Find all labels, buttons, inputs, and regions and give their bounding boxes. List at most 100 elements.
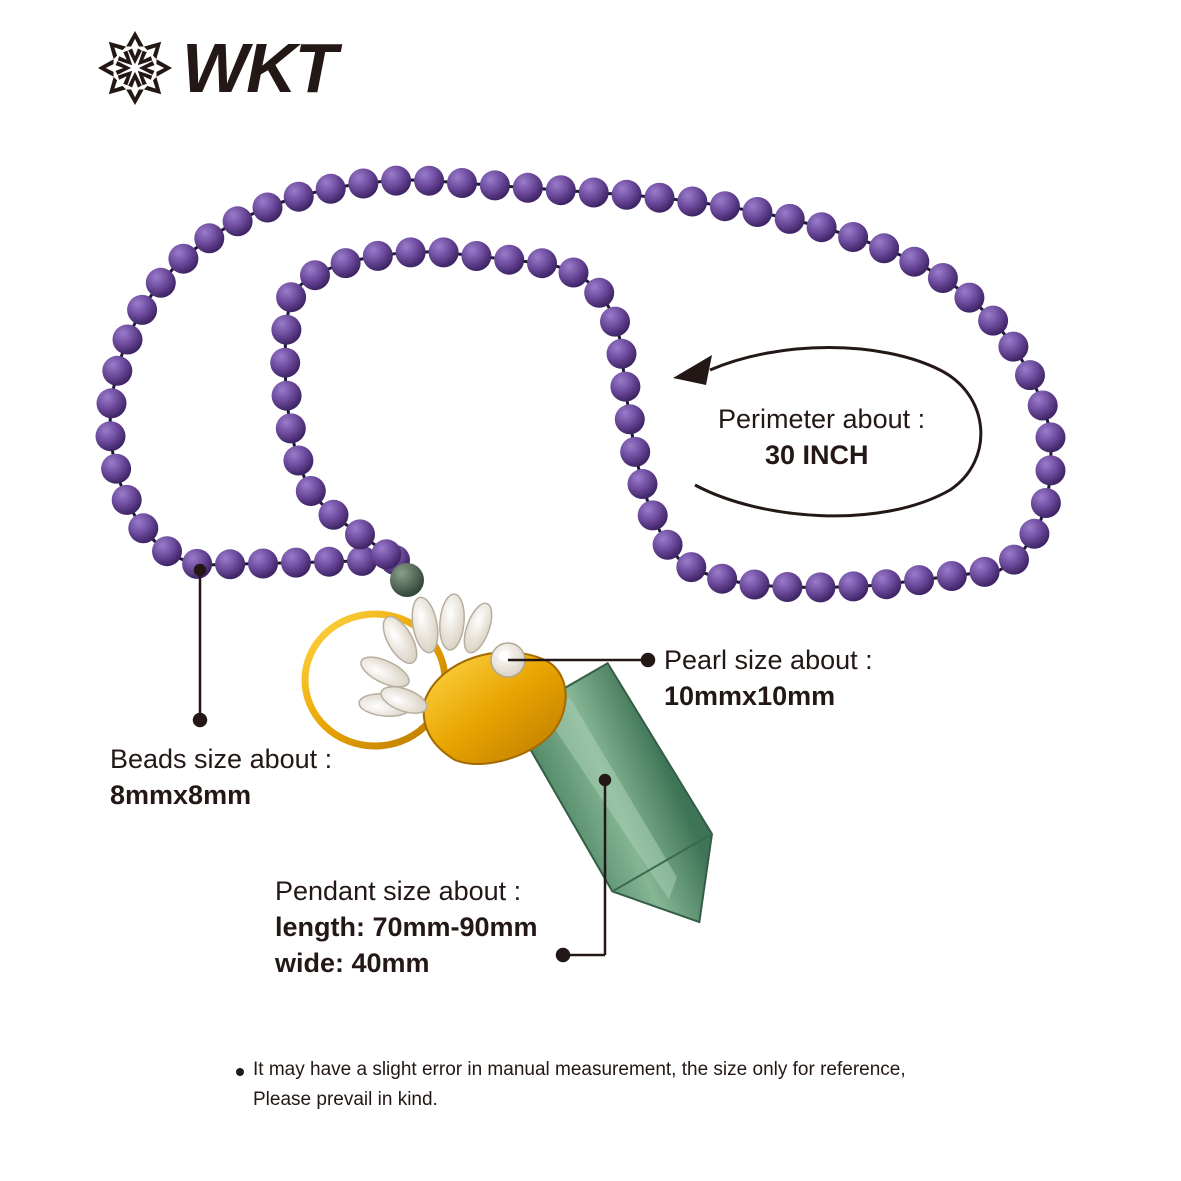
pearl-label: Pearl size about : — [664, 645, 873, 675]
amethyst-bead — [627, 469, 658, 499]
amethyst-bead — [1030, 488, 1061, 518]
amethyst-bead — [111, 484, 142, 515]
amethyst-bead — [606, 338, 637, 369]
amethyst-bead — [709, 191, 740, 222]
amethyst-bead — [461, 241, 492, 271]
amethyst-bead — [969, 556, 1000, 587]
pearl-value: 10mmx10mm — [664, 681, 836, 711]
amethyst-bead — [315, 173, 346, 204]
amethyst-bead — [371, 539, 402, 570]
amethyst-bead — [805, 572, 836, 603]
amethyst-bead — [348, 168, 379, 199]
amethyst-bead — [479, 170, 510, 201]
amethyst-bead — [527, 248, 557, 279]
amethyst-bead — [652, 529, 683, 560]
amethyst-bead — [271, 314, 302, 345]
perimeter-value: 30 INCH — [765, 440, 869, 470]
amethyst-bead — [381, 165, 412, 196]
amethyst-bead — [168, 243, 199, 274]
amethyst-bead — [620, 436, 651, 467]
amethyst-bead — [1019, 518, 1050, 549]
amethyst-bead — [644, 182, 675, 213]
amethyst-bead — [838, 571, 869, 602]
amethyst-bead — [447, 168, 477, 198]
amethyst-bead — [414, 165, 445, 196]
amethyst-bead — [128, 513, 159, 544]
amethyst-bead — [252, 192, 283, 223]
amethyst-bead — [300, 260, 330, 291]
amethyst-bead — [927, 263, 958, 293]
amethyst-bead — [1035, 422, 1066, 453]
amethyst-bead — [637, 500, 668, 531]
amethyst-bead — [96, 388, 127, 419]
amethyst-bead — [545, 175, 576, 206]
amethyst-bead — [215, 549, 246, 580]
amethyst-bead — [806, 212, 837, 243]
agate-bead — [390, 563, 424, 597]
amethyst-bead — [774, 203, 805, 234]
amethyst-bead — [1015, 360, 1045, 391]
pendant-label: Pendant size about : — [275, 876, 522, 906]
amethyst-bead — [739, 569, 770, 600]
brand-name: WKT — [182, 29, 337, 107]
amethyst-bead — [275, 413, 306, 444]
amethyst-bead — [395, 237, 426, 268]
amethyst-bead — [978, 305, 1009, 336]
amethyst-bead — [102, 355, 133, 386]
amethyst-bead — [318, 499, 349, 530]
amethyst-bead — [222, 206, 253, 237]
amethyst-bead — [558, 257, 589, 288]
snowflake-logo-icon — [97, 30, 173, 106]
amethyst-bead — [676, 552, 707, 583]
beads-value: 8mmx8mm — [110, 780, 252, 810]
amethyst-bead — [512, 172, 543, 203]
amethyst-bead — [330, 248, 361, 279]
perimeter-label: Perimeter about : — [718, 404, 926, 434]
amethyst-bead — [871, 569, 902, 600]
amethyst-bead — [283, 181, 314, 212]
amethyst-bead — [998, 331, 1029, 362]
outer-strand-cord — [108, 178, 1053, 589]
amethyst-bead — [95, 421, 126, 452]
amethyst-bead — [494, 244, 525, 275]
note-line-2: Please prevail in kind. — [253, 1089, 438, 1110]
perimeter-arrow — [694, 346, 983, 518]
amethyst-bead — [248, 548, 278, 579]
baroque-pearls — [358, 593, 493, 717]
amethyst-bead — [772, 572, 803, 602]
amethyst-bead — [611, 179, 642, 210]
amethyst-bead — [869, 233, 900, 264]
amethyst-bead — [347, 545, 377, 576]
amethyst-bead — [271, 380, 302, 411]
amethyst-bead — [742, 197, 773, 227]
amethyst-bead — [600, 306, 630, 337]
amethyst-bead — [295, 476, 326, 506]
amethyst-bead — [283, 445, 314, 476]
amethyst-bead — [954, 282, 985, 313]
amethyst-bead — [362, 240, 393, 271]
amethyst-bead — [145, 267, 176, 298]
amethyst-bead — [270, 347, 301, 378]
pendant-width: wide: 40mm — [275, 948, 430, 978]
gold-cap — [422, 651, 567, 765]
brand-logo: WKT — [96, 28, 337, 108]
amethyst-bead — [127, 294, 158, 325]
beads-label: Beads size about : — [110, 744, 333, 774]
amethyst-bead — [610, 371, 641, 402]
arrowhead — [673, 355, 712, 385]
amethyst-bead — [112, 324, 143, 355]
amethyst-bead — [999, 544, 1029, 575]
pendant-length: length: 70mm-90mm — [275, 912, 538, 942]
amethyst-bead — [578, 177, 609, 208]
amethyst-bead — [677, 186, 708, 217]
amethyst-bead — [614, 404, 645, 435]
fluorite-pendant — [511, 661, 714, 924]
amethyst-bead — [904, 565, 935, 596]
amethyst-bead — [345, 519, 375, 550]
amethyst-bead — [428, 237, 459, 268]
amethyst-bead — [276, 282, 307, 313]
amethyst-bead — [1035, 455, 1066, 486]
disclaimer-note: It may have a slight error in manual mea… — [236, 1055, 906, 1115]
note-line-1: It may have a slight error in manual mea… — [253, 1059, 906, 1080]
